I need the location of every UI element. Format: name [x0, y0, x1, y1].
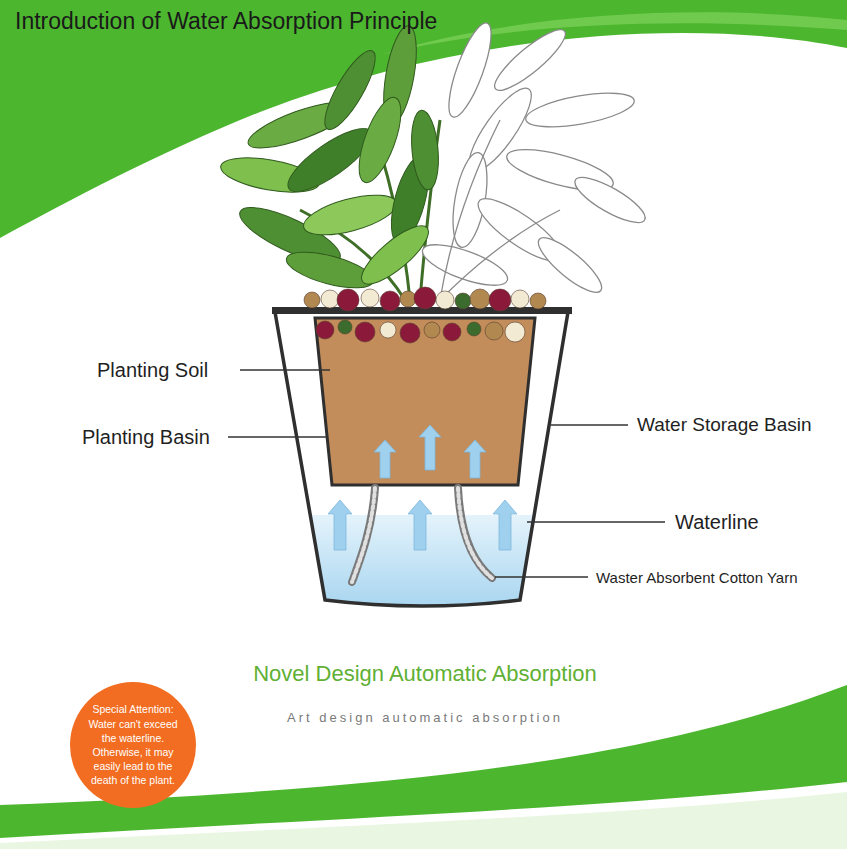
warning-circle: Special Attention: Water can't exceed th… [70, 682, 196, 808]
warning-text: Special Attention: Water can't exceed th… [82, 702, 184, 787]
part-label: Waterline [675, 511, 759, 534]
subtitle: Novel Design Automatic Absorption [253, 661, 597, 687]
part-label: Planting Soil [97, 359, 208, 382]
title: Introduction of Water Absorption Princip… [15, 8, 437, 35]
part-label: Waster Absorbent Cotton Yarn [596, 569, 798, 586]
tagline: Art design automatic absorption [287, 710, 563, 725]
part-label: Water Storage Basin [637, 414, 812, 436]
part-label: Planting Basin [82, 426, 210, 449]
